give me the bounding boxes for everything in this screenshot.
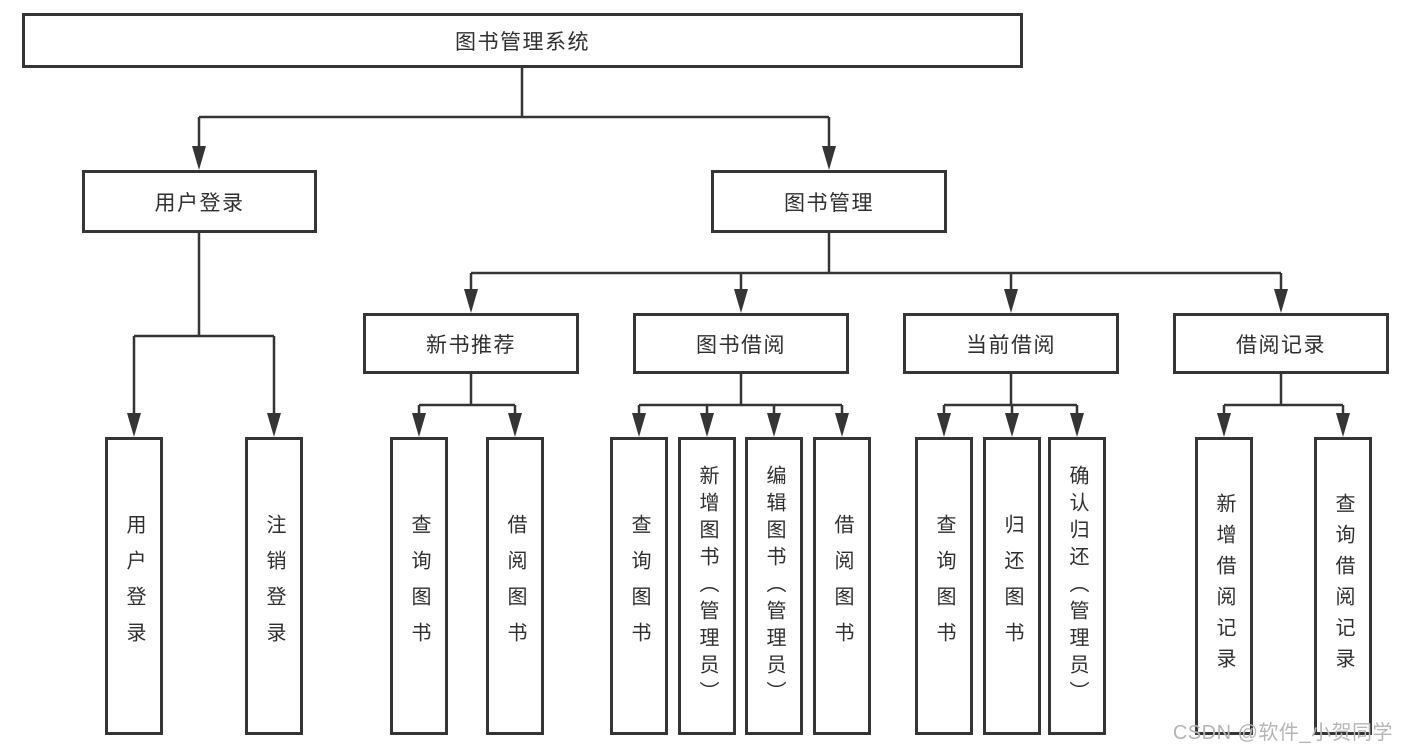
connector-book-management-to-sections <box>464 233 1288 313</box>
leaf-label: 借阅图书 <box>831 514 853 658</box>
leaf-label: 新增借阅记录 <box>1213 493 1235 679</box>
leaf-add-borrow-record: 新增借阅记录 <box>1195 437 1253 735</box>
connector-current-borrow-to-leaves <box>937 373 1084 437</box>
leaf-label: 查询借阅记录 <box>1332 493 1354 679</box>
leaf-label: 查询图书 <box>408 514 430 658</box>
leaf-borrow-books: 借阅图书 <box>813 437 871 735</box>
csdn-watermark: CSDN @软件_小贺同学 <box>1172 722 1393 744</box>
connector-borrow-records-to-leaves <box>1217 373 1350 437</box>
node-current-borrow: 当前借阅 <box>903 313 1119 374</box>
leaf-query-books-recommend: 查询图书 <box>390 437 448 735</box>
node-user-login: 用户登录 <box>82 170 317 233</box>
leaf-label: 注销登录 <box>263 514 285 658</box>
leaf-return-books: 归还图书 <box>983 437 1041 735</box>
leaf-edit-books-admin: 编辑图书（管理员） <box>745 437 803 735</box>
node-library-system: 图书管理系统 <box>22 13 1023 68</box>
connector-root-to-level2 <box>192 68 836 170</box>
leaf-query-books-current: 查询图书 <box>915 437 973 735</box>
connector-book-borrow-to-leaves <box>632 373 849 437</box>
leaf-label: 借阅图书 <box>504 514 526 658</box>
leaf-query-books-borrow: 查询图书 <box>610 437 668 735</box>
node-book-management: 图书管理 <box>711 170 947 233</box>
leaf-add-books-admin: 新增图书（管理员） <box>678 437 736 735</box>
leaf-label: 查询图书 <box>628 514 650 658</box>
leaf-logout: 注销登录 <box>245 437 303 735</box>
node-book-borrow: 图书借阅 <box>633 313 849 374</box>
leaf-label: 归还图书 <box>1001 514 1023 658</box>
connector-user-login-to-leaves <box>127 233 281 437</box>
leaf-borrow-books-recommend: 借阅图书 <box>486 437 544 735</box>
leaf-confirm-return-admin: 确认归还（管理员） <box>1048 437 1106 735</box>
node-new-book-recommend: 新书推荐 <box>363 313 579 374</box>
leaf-label: 查询图书 <box>933 514 955 658</box>
node-borrow-records: 借阅记录 <box>1173 313 1389 374</box>
leaf-label: 用户登录 <box>123 514 145 658</box>
leaf-label: 新增图书（管理员） <box>696 464 718 708</box>
leaf-label: 编辑图书（管理员） <box>763 464 785 708</box>
leaf-user-login: 用户登录 <box>105 437 163 735</box>
connector-new-books-to-leaves <box>412 373 522 437</box>
leaf-label: 确认归还（管理员） <box>1066 464 1088 708</box>
leaf-query-borrow-record: 查询借阅记录 <box>1314 437 1372 735</box>
